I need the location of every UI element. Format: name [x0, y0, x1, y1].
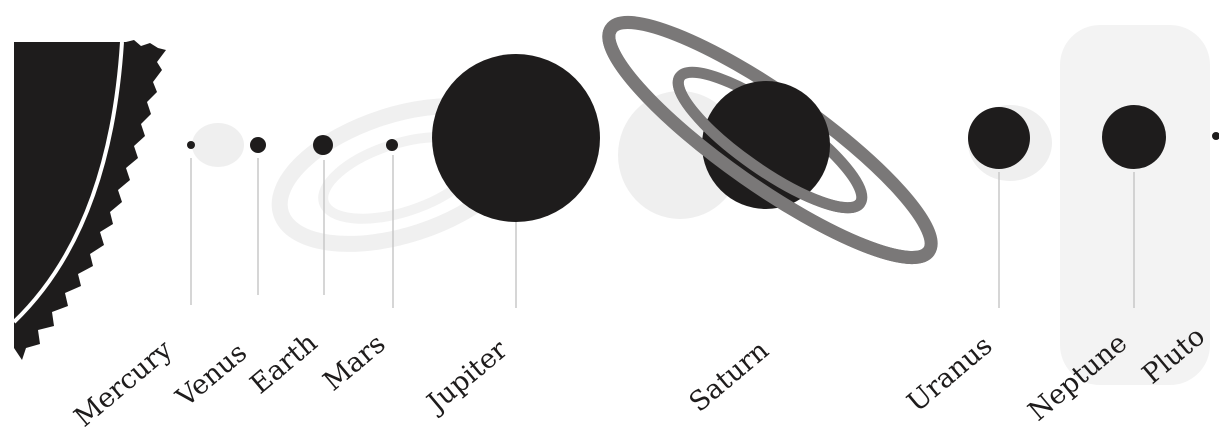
planet-venus — [250, 137, 266, 153]
planet-mars — [386, 139, 398, 151]
planet-pluto — [1212, 132, 1219, 140]
label-uranus: Uranus — [902, 330, 999, 418]
planet-earth — [313, 135, 333, 155]
label-earth: Earth — [245, 327, 324, 400]
planet-jupiter — [432, 54, 600, 222]
ghost-blob-venus — [192, 123, 244, 167]
planet-uranus — [968, 107, 1030, 169]
label-mercury: Mercury — [69, 334, 179, 434]
label-venus: Venus — [170, 337, 253, 414]
sun — [14, 40, 166, 360]
planet-neptune — [1102, 105, 1166, 169]
label-saturn: Saturn — [684, 335, 775, 419]
label-jupiter: Jupiter — [419, 334, 513, 420]
label-mars: Mars — [318, 328, 392, 397]
planet-mercury — [187, 141, 195, 149]
background-ghost-shapes — [192, 25, 1210, 385]
planet-labels: Mercury Venus Earth Mars Jupiter Saturn … — [69, 321, 1212, 434]
